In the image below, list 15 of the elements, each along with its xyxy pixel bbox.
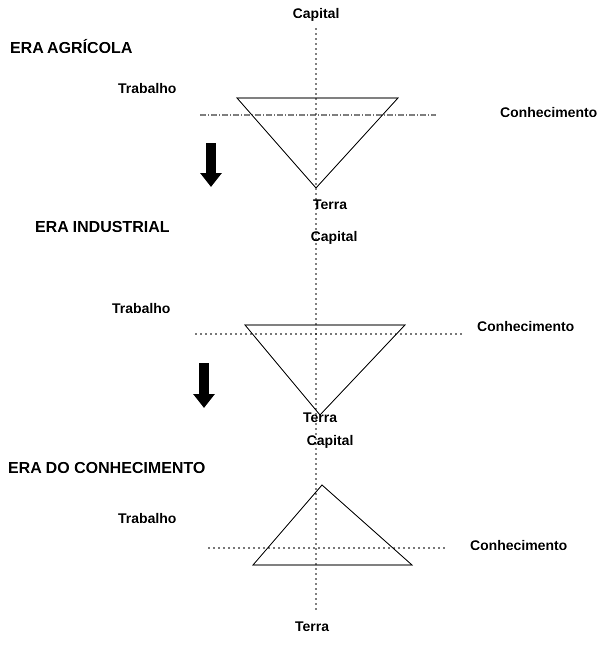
axis-label: Capital <box>310 228 358 244</box>
axis-label: Conhecimento <box>477 318 574 334</box>
axis-label: Capital <box>306 432 354 448</box>
axis-label: Terra <box>303 409 337 425</box>
era-heading: ERA INDUSTRIAL <box>35 219 170 237</box>
axis-label: Terra <box>295 618 329 634</box>
axis-label: Capital <box>292 5 340 21</box>
axis-label: Trabalho <box>112 300 170 316</box>
axis-label: Conhecimento <box>470 537 568 553</box>
axis-label: Trabalho <box>118 80 176 96</box>
axis-label: Terra <box>313 196 347 212</box>
era-heading: ERA DO CONHECIMENTO <box>8 460 206 478</box>
axis-label: Conhecimento <box>500 104 598 120</box>
era-heading: ERA AGRÍCOLA <box>10 40 132 58</box>
axis-label: Trabalho <box>118 510 176 526</box>
